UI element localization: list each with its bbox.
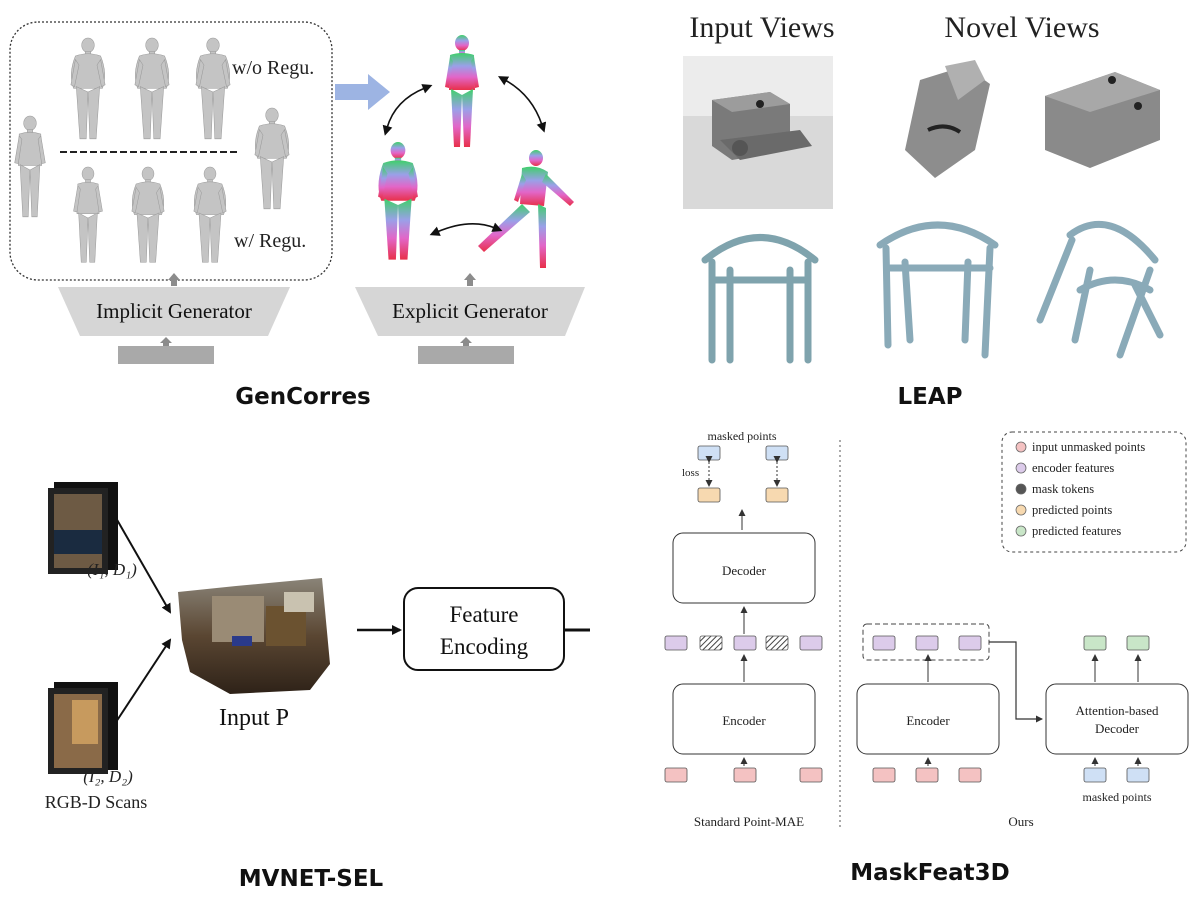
implicit-input-bar <box>118 346 214 364</box>
feature-encoding-line1: Feature <box>450 602 519 627</box>
rgbd-scans-label: RGB-D Scans <box>45 792 148 812</box>
implicit-generator-shape <box>58 287 290 336</box>
gencorres-panel: w/o Regu. w/ Regu. Implicit Generator <box>9 21 585 410</box>
standard-feature-row <box>664 635 823 651</box>
legend-swatch <box>1015 441 1027 453</box>
legend-label: input unmasked points <box>1032 440 1145 454</box>
maskfeat-caption: MaskFeat3D <box>850 860 1009 886</box>
encoder-right-label: Encoder <box>906 713 950 728</box>
with-regularization-label: w/ Regu. <box>234 230 306 252</box>
decoder-box <box>672 532 816 604</box>
novel-view-object-2 <box>1045 72 1160 168</box>
ours-feature-row <box>872 635 982 651</box>
gencorres-shapes-bottom <box>73 166 227 263</box>
ours-predicted-features <box>1083 635 1150 651</box>
maskfeat-panel: masked points loss Decoder Encoder <box>664 429 1189 886</box>
legend-swatch <box>1015 462 1027 474</box>
rgbd-scan-1 <box>48 482 118 574</box>
implicit-generator-label: Implicit Generator <box>96 299 252 323</box>
explicit-generator-label: Explicit Generator <box>392 299 548 323</box>
attention-decoder-line1: Attention-based <box>1075 703 1159 718</box>
legend-label: encoder features <box>1032 461 1114 475</box>
input-views-label: Input Views <box>689 11 834 44</box>
legend-items: input unmasked points encoder features mas… <box>1015 440 1145 538</box>
legend-label: mask tokens <box>1032 482 1094 496</box>
scan-2-label: (I₂, D₂) <box>83 767 133 786</box>
ours-label: Ours <box>1008 814 1033 829</box>
mvnet-caption: MVNET-SEL <box>239 866 384 892</box>
ours-input-row <box>872 767 982 783</box>
attention-decoder-box <box>1045 683 1189 755</box>
explicit-input-bar <box>418 346 514 364</box>
encoder-right-box <box>856 683 1000 755</box>
loss-label: loss <box>682 467 699 479</box>
standard-input-row <box>664 767 823 783</box>
chair-input <box>701 234 819 364</box>
input-p-label: Input P <box>219 705 289 731</box>
legend-label: predicted features <box>1032 524 1121 538</box>
decoder-label: Decoder <box>722 563 767 578</box>
blue-arrow-icon <box>335 74 390 110</box>
legend-label: predicted points <box>1032 503 1112 517</box>
encoder-left-box <box>672 683 816 755</box>
gencorres-correspondence-arrows <box>382 76 547 236</box>
feature-encoding-line2: Encoding <box>440 634 529 659</box>
gencorres-up-arrows <box>160 273 476 346</box>
chair-novel-1 <box>876 221 999 359</box>
without-regularization-label: w/o Regu. <box>232 57 314 79</box>
rgbd-scan-2 <box>48 682 118 774</box>
legend-swatch <box>1015 504 1027 516</box>
masked-points-top-label: masked points <box>708 429 777 443</box>
maskfeat-legend <box>1001 431 1187 553</box>
standard-point-mae-label: Standard Point-MAE <box>694 814 804 829</box>
leap-panel: Input Views Novel Views <box>683 11 1164 410</box>
encoder-left-label: Encoder <box>722 713 766 728</box>
mvnet-panel: (I₁, D₁) (I₂, D₂) RGB-D Scans Input P Fe… <box>45 482 590 892</box>
gencorres-colored-shapes <box>378 35 574 268</box>
leap-caption: LEAP <box>897 384 962 410</box>
novel-views-label: Novel Views <box>944 11 1099 44</box>
chair-novel-2 <box>1036 220 1164 359</box>
masked-points-bottom-label: masked points <box>1083 790 1152 804</box>
attention-decoder-line2: Decoder <box>1095 721 1140 736</box>
input-point-cloud <box>178 578 330 694</box>
input-object <box>712 92 812 160</box>
legend-swatch <box>1015 483 1027 495</box>
scan-1-label: (I₁, D₁) <box>87 560 137 579</box>
ours-masked-points <box>1083 767 1150 783</box>
legend-swatch <box>1015 525 1027 537</box>
explicit-generator-shape <box>355 287 585 336</box>
gencorres-caption: GenCorres <box>235 384 371 410</box>
novel-view-object-1 <box>905 60 990 178</box>
